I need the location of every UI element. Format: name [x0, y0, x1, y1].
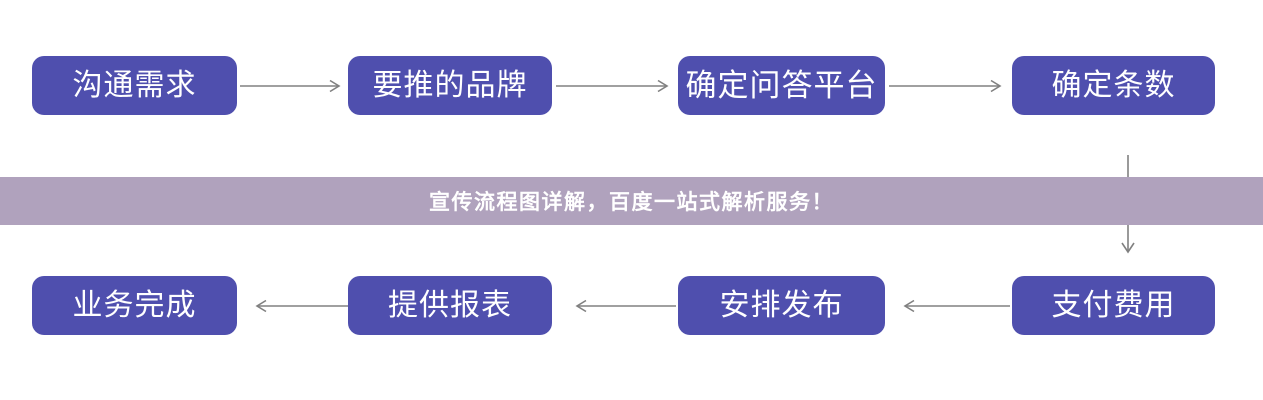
- flow-node-communicate-requirements[interactable]: 沟通需求: [32, 56, 237, 115]
- arrow-left-3: [900, 298, 1010, 318]
- flow-node-label: 提供报表: [388, 288, 512, 322]
- flow-node-business-complete[interactable]: 业务完成: [32, 276, 237, 335]
- overlay-banner-text: 宣传流程图详解，百度一站式解析服务！: [429, 190, 834, 214]
- arrow-left-1: [252, 298, 352, 318]
- flow-node-schedule-publish[interactable]: 安排发布: [678, 276, 885, 335]
- flow-node-label: 确定条数: [1051, 68, 1176, 102]
- overlay-banner: 宣传流程图详解，百度一站式解析服务！: [0, 177, 1263, 225]
- flow-node-label: 业务完成: [72, 288, 197, 322]
- arrow-right-2: [556, 78, 674, 98]
- flow-node-label: 支付费用: [1051, 288, 1176, 322]
- arrow-right-1: [240, 78, 346, 98]
- flow-node-confirm-quantity[interactable]: 确定条数: [1012, 56, 1215, 115]
- arrow-right-3: [889, 78, 1007, 98]
- flow-node-confirm-qa-platform[interactable]: 确定问答平台: [678, 56, 885, 115]
- flow-node-label: 沟通需求: [72, 68, 197, 102]
- flow-node-brand-to-promote[interactable]: 要推的品牌: [348, 56, 552, 115]
- flow-node-pay-fee[interactable]: 支付费用: [1012, 276, 1215, 335]
- flow-node-label: 安排发布: [719, 288, 844, 322]
- flow-node-provide-report[interactable]: 提供报表: [348, 276, 552, 335]
- flow-node-label: 确定问答平台: [685, 68, 878, 103]
- arrow-left-2: [572, 298, 676, 318]
- flow-node-label: 要推的品牌: [372, 68, 528, 102]
